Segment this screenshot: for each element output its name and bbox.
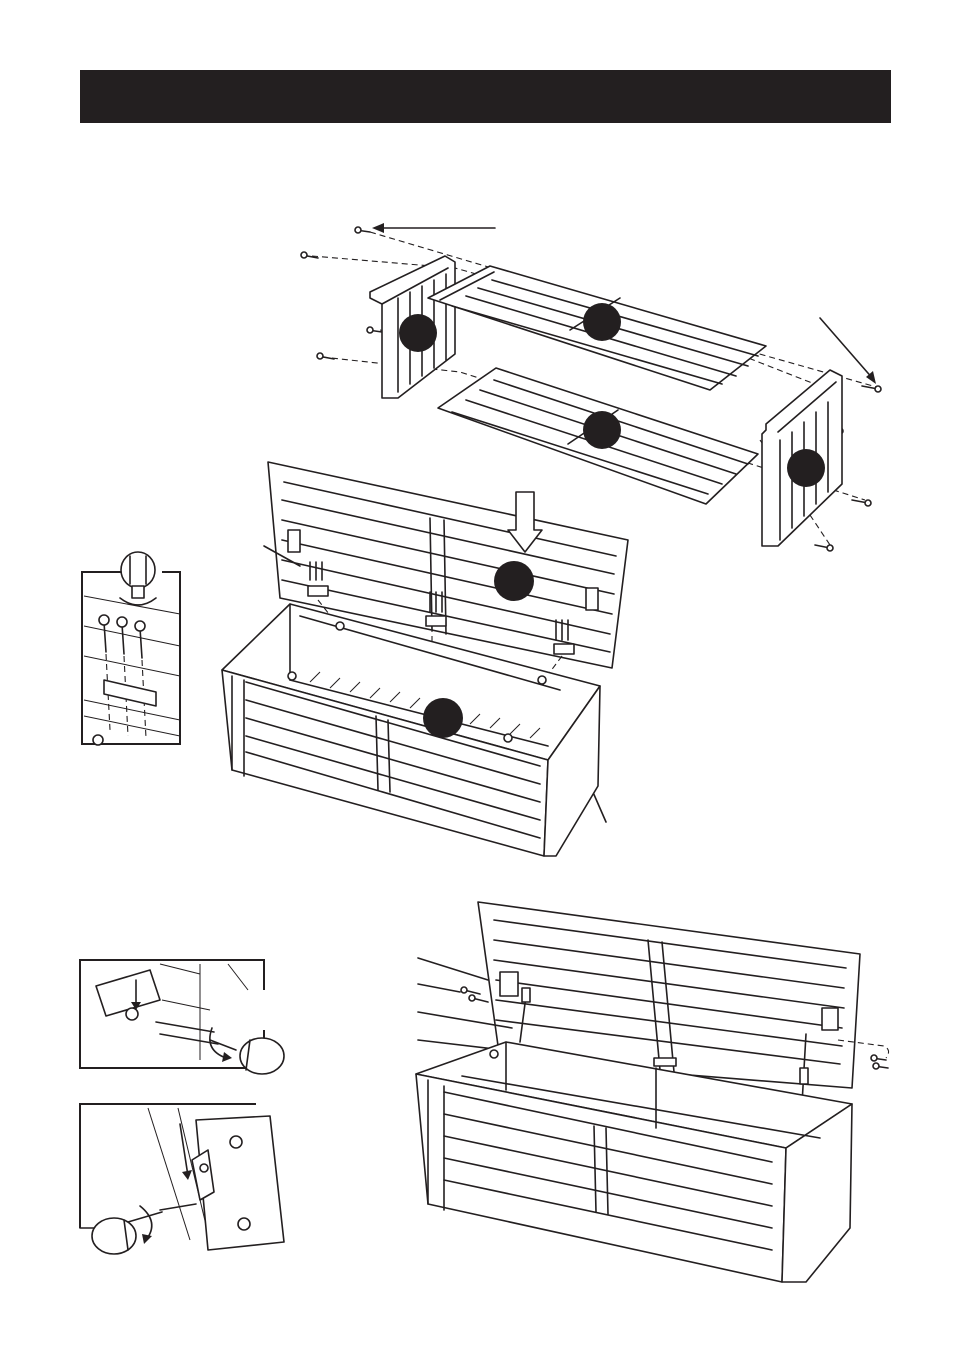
screwdriver-icon [92,1206,162,1254]
bolt-hole-icon [126,1008,138,1020]
screw-icon [852,500,871,506]
bolt-hole-icon [336,622,344,630]
hinge-plate-icon [586,588,598,610]
strut-bracket-detail [80,1104,284,1254]
callout-leader [418,984,460,992]
bolt-hole-icon [490,1050,498,1058]
screw-icon [355,227,370,233]
screw-icon [815,545,833,551]
bolt-icon [160,1204,196,1210]
callout-leader [418,958,488,980]
callout-arrowhead [372,223,384,233]
screw-icon [317,353,334,359]
screw-icon [862,386,881,392]
hinge-plate-icon [500,972,518,996]
storage-box-open-lid [222,462,628,856]
top-shelf-panel [428,266,766,390]
hinge-plate-icon [288,530,300,552]
bolt-hole-icon [504,734,512,742]
bolt-hole-icon [538,676,546,684]
strut-bolt-detail [80,960,284,1074]
part-marker [787,449,825,487]
part-marker [399,314,437,352]
part-marker [583,303,621,341]
part-marker [423,698,463,738]
bolt-hole-icon [288,672,296,680]
bolt-hole-icon [93,735,103,745]
screw-icon [301,252,318,258]
storage-box-gas-strut [416,902,889,1282]
part-marker [583,411,621,449]
screw-icon [367,327,382,333]
right-end-frame [762,370,842,546]
left-end-frame [370,256,455,398]
hinge-bracket-icon [654,1058,676,1066]
hinge-plate-icon [822,1008,838,1030]
screwdriver-detail [82,552,180,745]
part-marker [494,561,534,601]
